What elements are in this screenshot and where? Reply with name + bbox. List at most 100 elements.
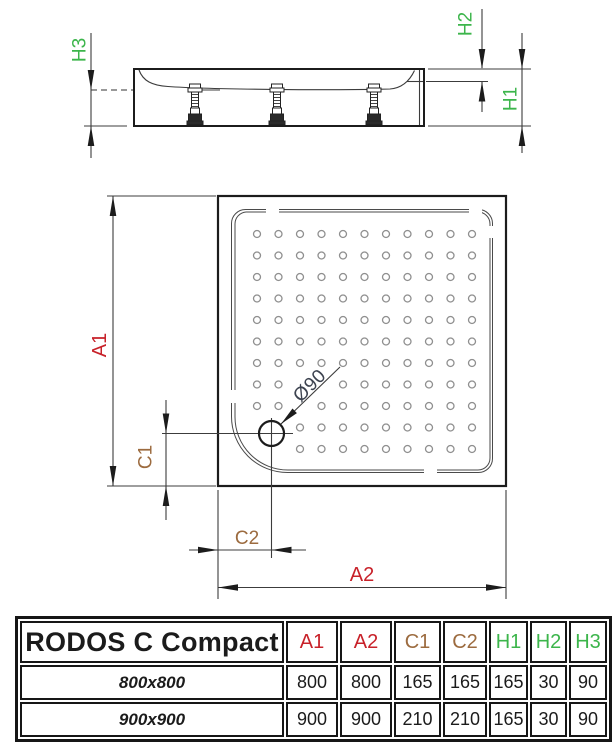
antislip-dot xyxy=(467,380,477,389)
value-cell: 30 xyxy=(530,702,567,737)
antislip-dot xyxy=(338,294,348,303)
antislip-dot xyxy=(381,315,391,325)
col-header-c1: C1 xyxy=(394,621,441,663)
drawing-canvas: H3 H2 H1 xyxy=(70,9,531,599)
antislip-dot xyxy=(467,251,477,260)
antislip-dot xyxy=(360,380,369,389)
antislip-dot xyxy=(467,444,477,454)
antislip-dot xyxy=(403,251,412,260)
antislip-dot xyxy=(274,294,283,303)
antislip-dot xyxy=(381,444,391,454)
antislip-dot xyxy=(295,272,305,282)
antislip-dot xyxy=(403,337,412,346)
dimension-c2: C2 xyxy=(189,490,306,599)
size-label: 800x800 xyxy=(20,665,284,700)
antislip-dot xyxy=(295,358,305,368)
value-cell: 90 xyxy=(569,665,607,700)
antislip-dot xyxy=(446,229,455,239)
value-cell: 900 xyxy=(340,702,392,737)
antislip-dot xyxy=(274,229,283,239)
col-header-h3: H3 xyxy=(569,621,607,663)
basin-rim-outer xyxy=(231,209,493,473)
dim-label-h2: H2 xyxy=(456,12,477,36)
antislip-dot xyxy=(360,337,369,346)
antislip-dot xyxy=(295,251,305,260)
dimension-h2: H2 xyxy=(426,9,488,112)
antislip-dot xyxy=(424,423,434,432)
antislip-dot xyxy=(446,444,455,454)
antislip-dot xyxy=(467,315,477,325)
value-cell: 30 xyxy=(530,665,567,700)
antislip-dot xyxy=(381,401,391,411)
antislip-dot xyxy=(424,315,434,325)
antislip-dot xyxy=(381,423,391,432)
antislip-dot xyxy=(360,294,369,303)
antislip-dot xyxy=(252,358,262,368)
value-cell: 165 xyxy=(394,665,441,700)
value-cell: 800 xyxy=(340,665,392,700)
value-cell: 165 xyxy=(489,702,528,737)
antislip-dot xyxy=(317,294,326,303)
value-cell: 165 xyxy=(443,665,487,700)
antislip-dot xyxy=(424,294,434,303)
value-cell: 900 xyxy=(286,702,338,737)
antislip-dot xyxy=(403,423,412,432)
antislip-dot xyxy=(403,380,412,389)
table-row: 900x900 900 900 210 210 165 30 90 xyxy=(20,702,607,737)
antislip-dot xyxy=(338,315,348,325)
basin-rim-inner xyxy=(234,211,491,471)
antislip-dot xyxy=(360,229,369,239)
dimension-c1: C1 xyxy=(136,400,170,520)
drain-callout: Ø90 xyxy=(280,365,341,425)
antislip-dot xyxy=(403,315,412,325)
value-cell: 210 xyxy=(443,702,487,737)
dim-label-h1: H1 xyxy=(501,87,522,111)
dim-label-a1: A1 xyxy=(89,333,111,357)
antislip-dot xyxy=(338,401,348,411)
antislip-dot xyxy=(338,358,348,368)
antislip-dot xyxy=(446,380,455,389)
antislip-dot xyxy=(252,229,262,239)
antislip-dot xyxy=(446,315,455,325)
antislip-dot xyxy=(403,401,412,411)
antislip-dot xyxy=(360,444,369,454)
dimension-h1: H1 xyxy=(428,33,531,153)
antislip-dot xyxy=(467,272,477,282)
antislip-dot xyxy=(274,251,283,260)
antislip-dot-grid xyxy=(252,229,477,454)
dimension-a2: A2 xyxy=(218,490,507,599)
dimensions-table: RODOS C Compact A1 A2 C1 C2 H1 H2 H3 800… xyxy=(15,616,612,742)
antislip-dot xyxy=(467,294,477,303)
antislip-dot xyxy=(403,272,412,282)
dim-label-c1: C1 xyxy=(136,445,157,469)
antislip-dot xyxy=(295,315,305,325)
antislip-dot xyxy=(424,380,434,389)
antislip-dot xyxy=(252,337,262,346)
antislip-dot xyxy=(381,251,391,260)
antislip-dot xyxy=(274,358,283,368)
antislip-dot xyxy=(338,423,348,432)
antislip-dot xyxy=(295,229,305,239)
antislip-dot xyxy=(424,272,434,282)
antislip-dot xyxy=(467,401,477,411)
antislip-dot xyxy=(446,423,455,432)
antislip-dot xyxy=(274,337,283,346)
antislip-dot xyxy=(317,423,326,432)
dim-label-a2: A2 xyxy=(350,564,374,586)
rim-joint-gaps xyxy=(228,205,496,475)
table-header-row: RODOS C Compact A1 A2 C1 C2 H1 H2 H3 xyxy=(20,621,607,663)
antislip-dot xyxy=(446,337,455,346)
col-header-h2: H2 xyxy=(530,621,567,663)
drain-hole xyxy=(257,419,286,448)
value-cell: 800 xyxy=(286,665,338,700)
antislip-dot xyxy=(467,337,477,346)
table-row: 800x800 800 800 165 165 165 30 90 xyxy=(20,665,607,700)
antislip-dot xyxy=(338,229,348,239)
antislip-dot xyxy=(424,251,434,260)
antislip-dot xyxy=(360,401,369,411)
antislip-dot xyxy=(252,380,262,389)
antislip-dot xyxy=(360,358,369,368)
dim-label-h3: H3 xyxy=(70,38,91,62)
col-header-a1: A1 xyxy=(286,621,338,663)
antislip-dot xyxy=(403,358,412,368)
